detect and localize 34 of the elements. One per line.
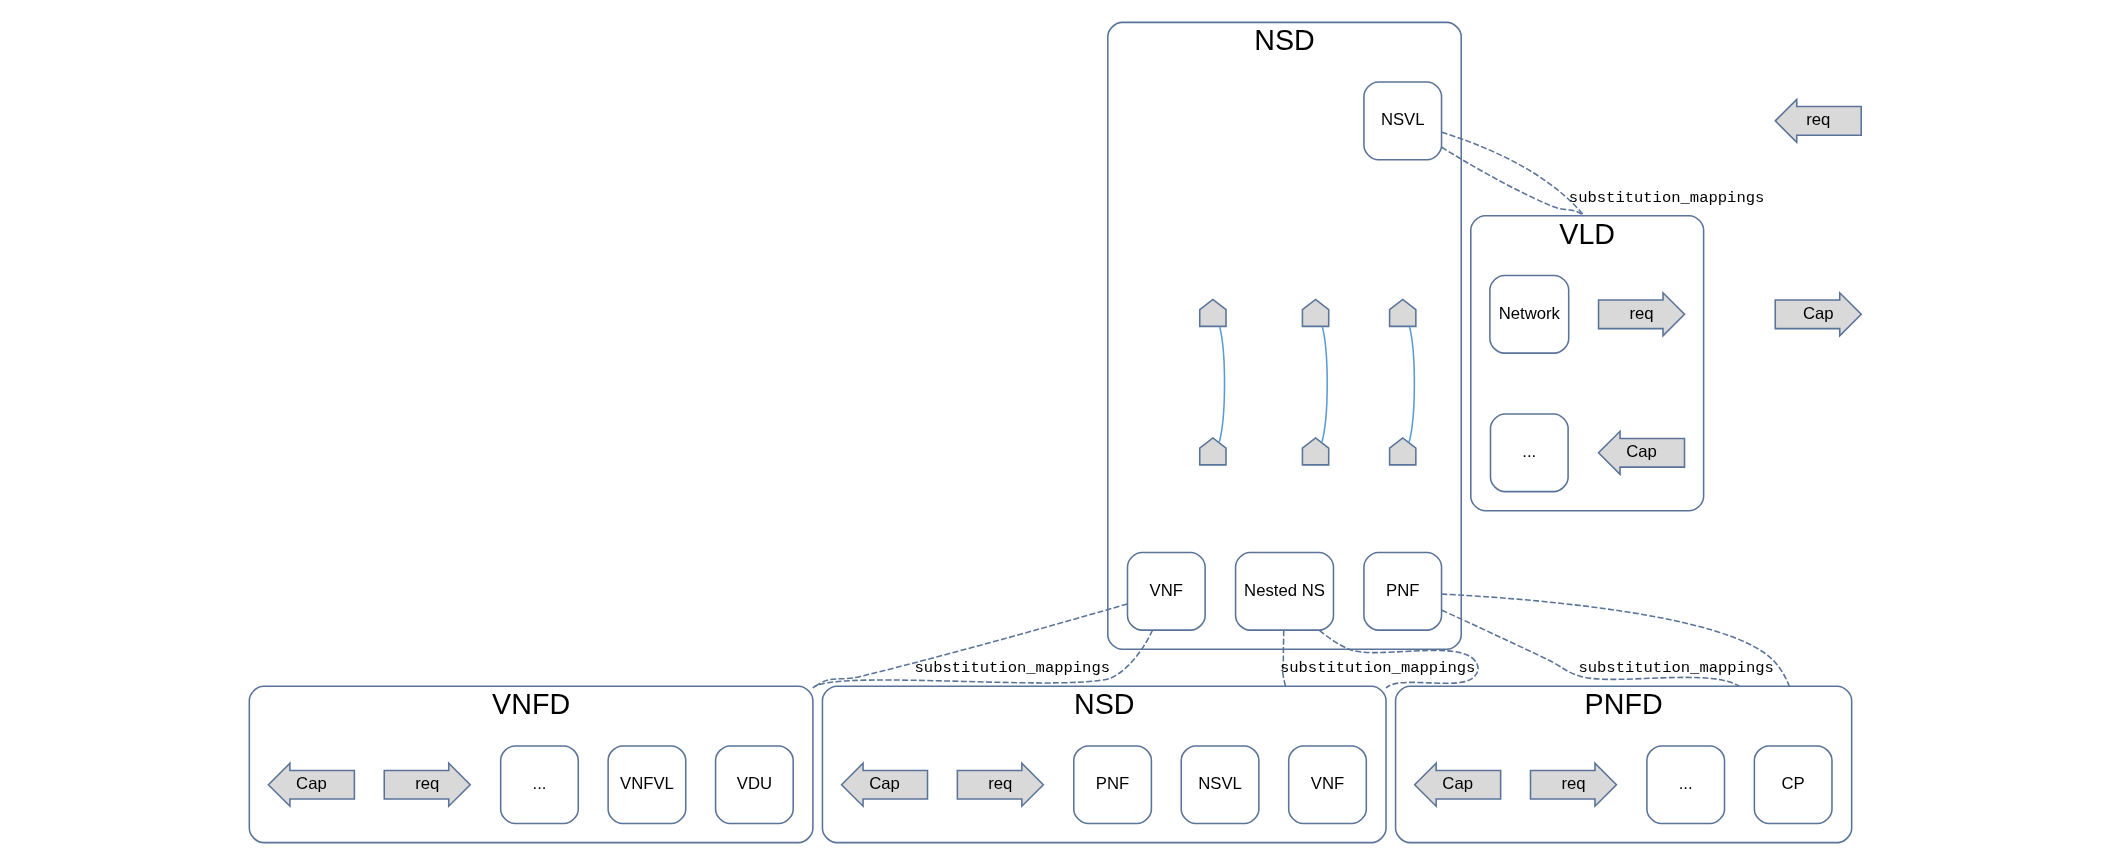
node-pentagon [1301, 298, 1330, 328]
edge-label: substitution_mappings [914, 659, 1111, 678]
connector [1441, 131, 1585, 217]
node-box: NSVL [1180, 745, 1260, 825]
node-pentagon [1198, 436, 1227, 466]
node-box: ... [499, 745, 580, 825]
node-pentagon [1198, 298, 1227, 328]
connector [1408, 325, 1416, 444]
node-pentagon [1301, 436, 1330, 466]
node-box: VNF [1287, 745, 1368, 825]
connector [1318, 629, 1479, 689]
connector [1281, 629, 1287, 687]
node-box: Nested NS [1234, 551, 1335, 631]
connector [812, 629, 1154, 689]
edge-label: substitution_mappings [1568, 188, 1765, 207]
connector [1440, 593, 1791, 687]
node-pentagon [1388, 436, 1417, 466]
node-box: PNF [1073, 745, 1153, 825]
node-box: VDU [714, 745, 794, 825]
edge-label: substitution_mappings [1279, 659, 1476, 678]
connector [1218, 325, 1226, 444]
node-box: Network [1489, 274, 1570, 354]
node-box: PNF [1363, 551, 1443, 631]
connector [1320, 325, 1328, 444]
node-box: NSVL [1363, 81, 1443, 161]
connector [1441, 609, 1741, 687]
node-box: VNF [1126, 551, 1206, 631]
node-box: VNFVL [607, 745, 687, 825]
node-box: CP [1753, 745, 1833, 825]
node-pentagon [1388, 298, 1417, 328]
node-box: ... [1489, 413, 1569, 493]
edge-label: substitution_mappings [1578, 659, 1774, 678]
connector [1440, 146, 1585, 217]
node-box: ... [1646, 745, 1726, 825]
